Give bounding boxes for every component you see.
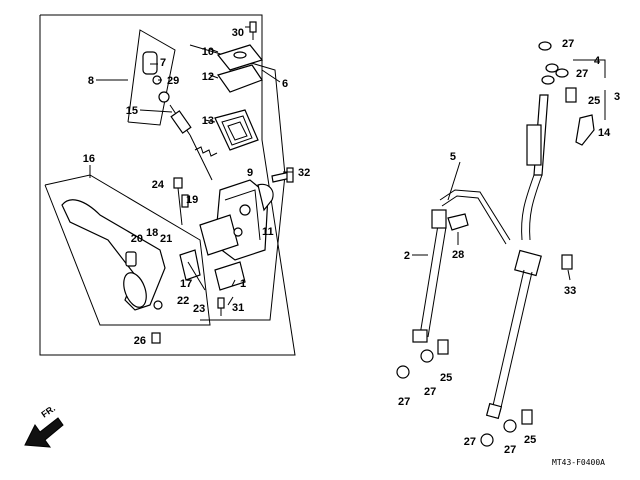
direction-label: FR. [39,403,57,420]
callout-10: 10 [202,46,214,58]
callout-13: 13 [202,115,214,127]
callout-15: 15 [126,105,138,117]
brake-lever [61,199,166,311]
brake-hose-lower [412,209,447,343]
callout-3: 3 [614,91,620,103]
bolt-25-lower-a [437,339,449,355]
callout-27-bottom-b: 27 [504,444,516,456]
callout-21: 21 [160,233,172,245]
callout-25-top: 25 [588,95,600,107]
banjo-bolt-25-top [565,87,577,103]
leader-lines [89,26,606,306]
clamp [214,261,246,291]
callout-1: 1 [240,278,246,290]
callout-31: 31 [232,302,244,314]
callout-19: 19 [186,194,198,206]
callout-20: 20 [131,233,143,245]
callout-27-lower-a: 27 [398,396,410,408]
callout-11: 11 [262,226,274,238]
callouts: 30 10 12 7 29 8 6 15 13 9 16 24 32 19 11… [83,27,620,456]
callout-23: 23 [193,303,205,315]
brake-hose-upper [521,63,559,241]
callout-2: 2 [404,250,410,262]
callout-8: 8 [88,75,94,87]
callout-32: 32 [298,167,310,179]
callout-33: 33 [564,285,576,297]
washer-27-mid [555,68,569,78]
bolt-32 [271,167,294,183]
bolt-33 [561,254,573,270]
callout-26: 26 [134,335,146,347]
callout-16: 16 [83,153,95,165]
callout-9: 9 [247,167,253,179]
callout-18: 18 [146,227,158,239]
oil-bolt-14 [575,114,595,146]
washer-27-lower-b [420,349,434,363]
washer-27-bottom-a [480,433,494,447]
brake-hose-3way [439,189,542,420]
part-code: MT43-F0400A [552,458,605,467]
nut-26 [151,332,161,344]
callout-24: 24 [152,179,165,191]
callout-27-top: 27 [562,38,574,50]
piston-set [142,51,218,181]
callout-29: 29 [167,75,179,87]
bolt-28 [447,213,469,231]
callout-30: 30 [232,27,244,39]
subassembly-box-16 [44,174,211,326]
callout-12: 12 [202,71,214,83]
diaphragm [214,109,259,151]
callout-27-mid: 27 [576,68,588,80]
callout-14: 14 [598,127,611,139]
callout-28: 28 [452,249,464,261]
washer-27-lower-a [396,365,410,379]
switch-17 [179,249,206,291]
callout-27-lower-b: 27 [424,386,436,398]
callout-4: 4 [594,55,601,67]
front-direction-arrow-icon [24,417,64,448]
callout-25-bottom: 25 [524,434,536,446]
assembly-frame [39,14,296,356]
washer-27-bottom-b [503,419,517,433]
reservoir-plate [217,64,263,93]
subassembly-box-8 [127,29,176,126]
washer-27-top [538,41,552,51]
callout-5: 5 [450,151,456,163]
pivot-bolt [173,177,189,226]
screw-30 [249,21,257,40]
callout-27-bottom-a: 27 [464,436,476,448]
callout-17: 17 [180,278,192,290]
callout-22: 22 [177,295,189,307]
callout-7: 7 [160,57,166,69]
screw-31 [217,297,225,316]
reservoir-cap [216,44,264,71]
callout-6: 6 [282,78,288,90]
bolt-25-bottom [521,409,533,425]
master-cylinder-body [199,179,274,261]
callout-25-lower: 25 [440,372,452,384]
